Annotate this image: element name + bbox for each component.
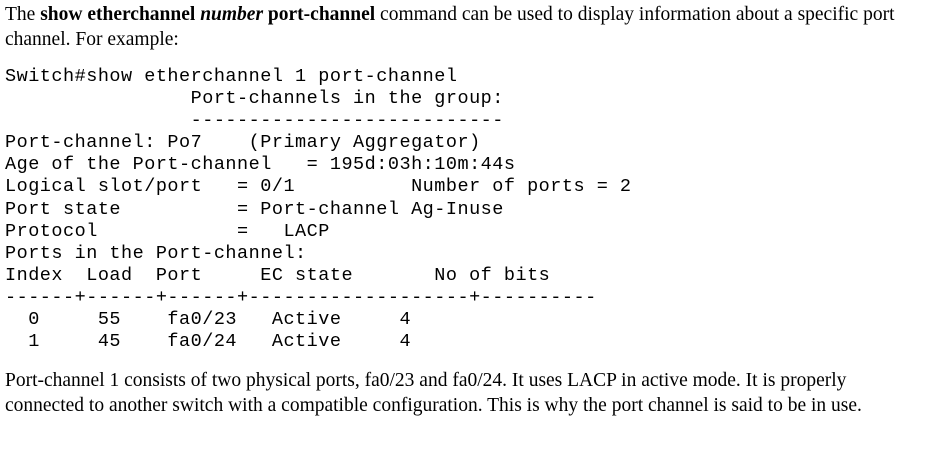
code-line: Logical slot/port = 0/1 Number of ports … [5, 176, 632, 198]
code-line: Port-channel: Po7 (Primary Aggregator) [5, 132, 481, 154]
table-divider: ------+------+------+-------------------… [5, 286, 597, 308]
command-name: show etherchannel [40, 4, 201, 25]
command-suffix: port-channel [263, 4, 376, 25]
outro-paragraph: Port-channel 1 consists of two physical … [5, 370, 862, 416]
code-line: --------------------------- [5, 110, 504, 132]
command-argument: number [200, 4, 264, 25]
intro-paragraph: The show etherchannel number port-channe… [5, 2, 920, 52]
code-line: Port-channels in the group: [5, 88, 504, 110]
code-line: Port state = Port-channel Ag-Inuse [5, 198, 504, 220]
code-line: Ports in the Port-channel: [5, 242, 307, 264]
table-row: 1 45 fa0/24 Active 4 [5, 331, 412, 353]
code-line: Age of the Port-channel = 195d:03h:10m:4… [5, 154, 516, 176]
intro-text: The [5, 4, 41, 25]
intro-text-rest: command can be used to display informati… [5, 4, 895, 50]
table-row: 0 55 fa0/23 Active 4 [5, 309, 412, 331]
table-header: Index Load Port EC state No of bits [5, 264, 551, 286]
code-line: Protocol = LACP [5, 220, 330, 242]
code-line: Switch#show etherchannel 1 port-channel [5, 66, 458, 87]
cli-output: Switch#show etherchannel 1 port-channel … [5, 66, 632, 353]
